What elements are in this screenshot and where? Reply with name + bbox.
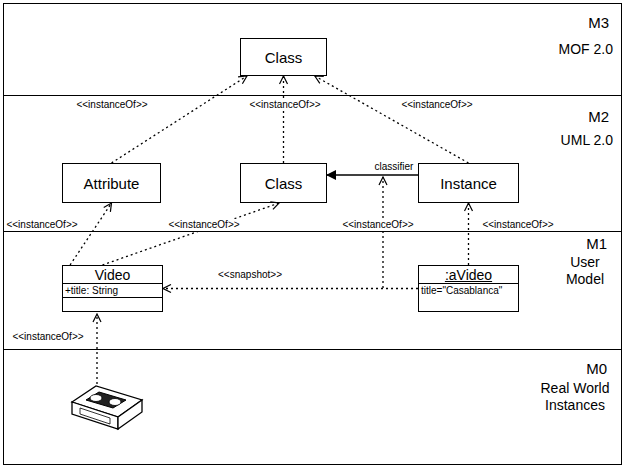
level-description: Real World Instances — [535, 380, 615, 414]
stereotype-label: <<instanceOf>> — [11, 331, 84, 343]
stereotype-label: <<instanceOf>> — [167, 219, 240, 231]
level-name: M2 — [588, 108, 609, 126]
metaclass-box: Class — [240, 38, 327, 76]
dependency-arrow — [283, 76, 284, 163]
cassette-reel — [90, 395, 102, 402]
cassette-window — [86, 392, 126, 408]
cassette-front — [72, 402, 118, 429]
box-detail: title="Casablanca" — [419, 284, 518, 297]
dependency-arrow — [315, 76, 469, 163]
level-name: M0 — [586, 360, 607, 378]
snapshot-classifier-link — [383, 177, 384, 288]
metaclass-box: Class — [240, 163, 327, 203]
level-name: M3 — [588, 14, 609, 32]
level-description: UML 2.0 — [561, 132, 613, 149]
dependency-arrow — [102, 203, 279, 265]
box-title: Instance — [440, 175, 497, 192]
stereotype-label: <<instanceOf>> — [481, 219, 554, 231]
metaclass-box: Attribute — [62, 163, 161, 203]
dotted-instance-line — [96, 314, 97, 384]
dependency-arrow — [163, 288, 418, 289]
metalevel-band: M2UML 2.0Attribute Class Instance — [3, 95, 622, 232]
metaclass-box: Instance — [418, 163, 519, 203]
uml-class-box: Video+title: String — [62, 265, 163, 312]
box-title: :aVideo — [419, 266, 518, 284]
box-title: Video — [63, 266, 162, 284]
videocassette-illustration — [72, 314, 142, 429]
stereotype-label: <<instanceOf>> — [341, 219, 414, 231]
cassette-label — [80, 408, 110, 424]
level-name: M1 — [586, 235, 607, 253]
box-title: Attribute — [84, 175, 140, 192]
stereotype-label: classifier — [374, 161, 415, 173]
classifier-arrow — [327, 174, 418, 175]
dotted-instance-line — [382, 177, 383, 288]
stereotype-label: <<snapshot>> — [217, 269, 283, 281]
stereotype-label: <<instanceOf>> — [5, 219, 78, 231]
metalevel-band: M0Real World Instances — [3, 349, 622, 465]
metalevel-band: M3MOF 2.0 Class — [3, 3, 622, 96]
cassette-reel — [109, 399, 121, 406]
dependency-arrow — [70, 203, 111, 265]
box-detail: +title: String — [63, 284, 162, 298]
stereotype-label: <<instanceOf>> — [400, 99, 473, 111]
box-title: Class — [265, 175, 303, 192]
level-description: User Model — [559, 254, 611, 288]
cassette-top — [72, 386, 142, 417]
edge-group — [70, 76, 468, 289]
box-title: Class — [265, 49, 303, 66]
stereotype-label: <<instanceOf>> — [248, 99, 321, 111]
metalevel-band: M1User Model Video+title: String :aVideoti… — [3, 231, 622, 350]
level-description: MOF 2.0 — [559, 41, 613, 58]
uml-object-box: :aVideotitle="Casablanca" — [418, 265, 519, 312]
dependency-arrow — [112, 76, 247, 163]
dependency-arrow — [468, 203, 469, 265]
cassette-side — [118, 400, 142, 429]
stereotype-label: <<instanceOf>> — [75, 99, 148, 111]
